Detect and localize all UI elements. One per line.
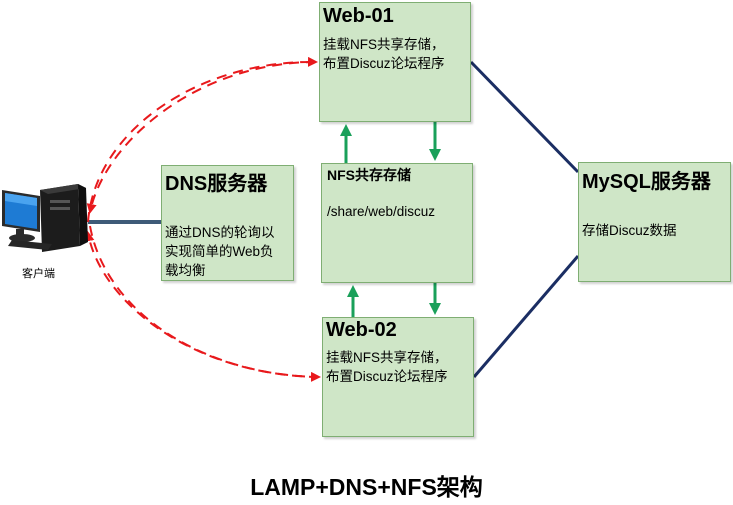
- mysql-desc: 存储Discuz数据: [582, 223, 677, 238]
- mysql-title: MySQL服务器: [582, 171, 711, 193]
- nfs-storage-box: NFS共存存储 /share/web/discuz: [321, 163, 473, 283]
- dns-title: DNS服务器: [165, 173, 268, 195]
- nfs-path: /share/web/discuz: [327, 204, 436, 219]
- dns-line-2: 实现简单的Web负: [165, 244, 274, 259]
- web01-line-2: 布置Discuz论坛程序: [323, 56, 445, 71]
- dns-server-box: DNS服务器 通过DNS的轮询以 实现简单的Web负 载均衡: [161, 165, 294, 281]
- web01-line-1: 挂载NFS共享存储，: [323, 37, 445, 52]
- arrow-web02-client: [84, 231, 320, 378]
- web02-server-box: Web-02 挂载NFS共享存储， 布置Discuz论坛程序: [322, 317, 474, 437]
- client-label: 客户端: [22, 268, 55, 280]
- link-web02-mysql: [472, 255, 580, 378]
- desktop-computer-icon: [2, 184, 88, 252]
- dns-line-3: 载均衡: [165, 263, 206, 278]
- dns-line-1: 通过DNS的轮询以: [165, 225, 275, 240]
- web02-line-1: 挂载NFS共享存储，: [326, 350, 448, 365]
- link-web01-mysql: [469, 60, 580, 174]
- web01-title: Web-01: [323, 5, 394, 27]
- mysql-server-box: MySQL服务器 存储Discuz数据: [578, 162, 731, 282]
- nfs-title: NFS共存存储: [327, 167, 411, 183]
- web02-title: Web-02: [326, 319, 397, 341]
- web02-line-2: 布置Discuz论坛程序: [326, 369, 448, 384]
- diagram-caption: LAMP+DNS+NFS架构: [250, 474, 483, 500]
- arrow-web01-client: [86, 61, 317, 214]
- arrow-client-web01: [87, 56, 318, 223]
- web01-server-box: Web-01 挂载NFS共享存储， 布置Discuz论坛程序: [319, 2, 471, 122]
